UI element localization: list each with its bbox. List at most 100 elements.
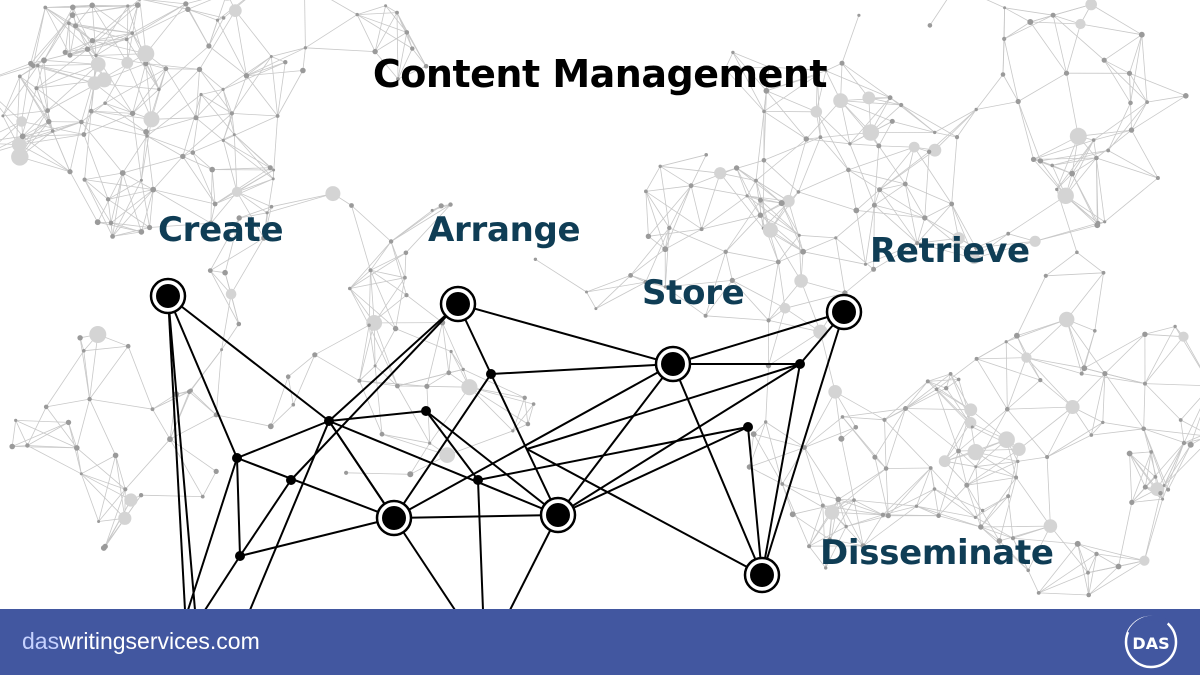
- background-link: [89, 398, 153, 410]
- background-link: [586, 281, 646, 293]
- background-link: [595, 281, 646, 309]
- background-dot: [138, 0, 142, 1]
- background-link: [732, 261, 779, 281]
- background-link: [185, 0, 203, 5]
- background-link: [1045, 272, 1104, 277]
- background-link: [36, 87, 82, 123]
- background-link: [104, 489, 126, 547]
- background-link: [234, 10, 272, 57]
- background-dot: [964, 417, 977, 429]
- background-dot: [796, 190, 801, 194]
- background-link: [982, 495, 1009, 511]
- background-link: [397, 32, 408, 80]
- background-link: [1102, 422, 1144, 430]
- background-link: [1144, 498, 1163, 561]
- background-link: [934, 488, 983, 511]
- background-link: [263, 212, 268, 239]
- network-link: [477, 426, 749, 481]
- background-link: [975, 233, 1009, 249]
- background-link: [701, 173, 721, 230]
- background-link: [732, 52, 767, 92]
- background-link: [0, 135, 23, 141]
- background-link: [108, 189, 154, 200]
- background-dot: [1101, 270, 1106, 275]
- background-dot: [1050, 12, 1056, 18]
- background-dot: [150, 186, 157, 193]
- node-m2: [546, 503, 570, 527]
- background-link: [187, 0, 212, 10]
- background-dot: [824, 566, 828, 570]
- background-dot: [998, 431, 1015, 449]
- background-dot: [430, 208, 434, 212]
- network-link: [239, 517, 395, 557]
- stage-label-store: Store: [642, 273, 745, 313]
- background-link: [314, 354, 360, 382]
- background-link: [874, 204, 918, 244]
- background-link: [1077, 543, 1089, 573]
- background-dot: [871, 202, 877, 208]
- background-dot: [145, 134, 149, 138]
- background-link: [68, 22, 127, 40]
- das-logo-icon[interactable]: DAS: [1120, 611, 1182, 673]
- background-link: [1066, 319, 1106, 374]
- background-dot: [956, 448, 961, 454]
- background-link: [236, 191, 265, 239]
- background-link: [766, 90, 817, 113]
- background-dot: [1126, 70, 1133, 76]
- background-dot: [1158, 491, 1163, 496]
- background-link: [169, 414, 217, 440]
- background-link: [246, 47, 306, 77]
- background-link: [1144, 333, 1184, 338]
- background-link: [126, 8, 189, 40]
- background-dot: [1106, 148, 1111, 153]
- background-link: [804, 426, 856, 448]
- background-link: [1007, 406, 1073, 410]
- background-dot: [1069, 127, 1087, 145]
- background-link: [84, 179, 112, 224]
- background-link: [65, 40, 93, 53]
- background-link: [368, 270, 371, 326]
- background-link: [1046, 456, 1051, 527]
- background-link: [158, 45, 210, 90]
- background-link: [145, 117, 197, 133]
- background-link: [888, 467, 931, 516]
- background-link: [816, 111, 851, 145]
- background-link: [132, 89, 160, 114]
- background-link: [1017, 101, 1034, 160]
- background-dot: [209, 166, 215, 173]
- background-link: [1015, 477, 1051, 527]
- background-link: [271, 193, 333, 208]
- background-link: [768, 66, 826, 72]
- background-link: [406, 32, 413, 49]
- background-link: [1088, 566, 1119, 596]
- background-link: [945, 379, 959, 389]
- background-link: [951, 137, 958, 205]
- background-link: [976, 358, 1008, 410]
- background-dot: [87, 76, 102, 91]
- background-link: [145, 131, 154, 190]
- network-link: [425, 410, 479, 481]
- background-dot: [404, 30, 410, 35]
- background-link: [884, 387, 947, 421]
- background-link: [879, 183, 906, 191]
- background-dot: [1101, 57, 1107, 63]
- background-dot: [69, 12, 76, 18]
- background-link: [645, 166, 661, 192]
- background-link: [209, 217, 240, 271]
- background-link: [448, 351, 452, 373]
- background-link: [304, 0, 306, 48]
- background-link: [104, 62, 128, 104]
- background-link: [192, 94, 202, 153]
- background-link: [747, 195, 782, 204]
- background-link: [84, 179, 109, 200]
- background-link: [660, 154, 707, 167]
- background-link: [986, 0, 1005, 9]
- background-link: [374, 5, 386, 52]
- background-dot: [236, 321, 242, 327]
- website-link[interactable]: daswritingservices.com: [22, 628, 260, 655]
- background-link: [92, 39, 127, 42]
- background-link: [231, 56, 272, 114]
- background-link: [356, 14, 413, 49]
- background-link: [930, 467, 976, 518]
- background-link: [214, 167, 271, 205]
